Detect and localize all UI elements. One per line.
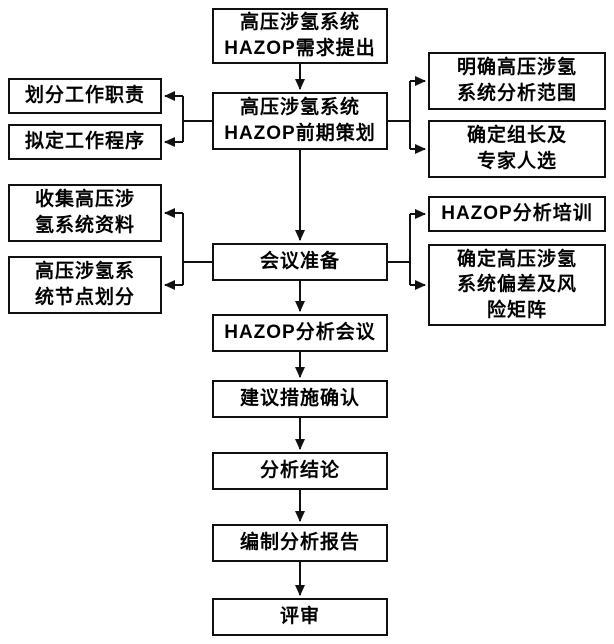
node-hazop-training: HAZOP分析培训 bbox=[428, 196, 606, 232]
node-hazop-meeting: HAZOP分析会议 bbox=[212, 314, 388, 352]
arrow-branch-prep-left bbox=[164, 208, 212, 290]
node-node-division: 高压涉氢系 统节点划分 bbox=[8, 256, 162, 314]
arrow-branch-prep-right bbox=[388, 209, 426, 290]
node-divide-duties: 划分工作职责 bbox=[8, 78, 162, 114]
node-risk-matrix: 确定高压涉氢 系统偏差及风 险矩阵 bbox=[428, 244, 606, 326]
node-hazop-demand: 高压涉氢系统 HAZOP需求提出 bbox=[212, 8, 388, 64]
node-hazop-planning: 高压涉氢系统 HAZOP前期策划 bbox=[212, 92, 388, 150]
arrow-branch-planning-right bbox=[388, 76, 426, 154]
node-collect-data: 收集高压涉 氢系统资料 bbox=[8, 184, 162, 242]
node-measures-confirm: 建议措施确认 bbox=[212, 380, 388, 418]
node-select-leader: 确定组长及 专家人选 bbox=[428, 120, 606, 178]
node-meeting-prep: 会议准备 bbox=[212, 243, 388, 281]
node-draft-procedures: 拟定工作程序 bbox=[8, 124, 162, 160]
node-review: 评审 bbox=[212, 598, 388, 636]
node-conclusion: 分析结论 bbox=[212, 452, 388, 490]
arrow-branch-planning-left bbox=[164, 91, 212, 147]
node-clarify-scope: 明确高压涉氢 系统分析范围 bbox=[428, 52, 606, 110]
node-report: 编制分析报告 bbox=[212, 524, 388, 562]
